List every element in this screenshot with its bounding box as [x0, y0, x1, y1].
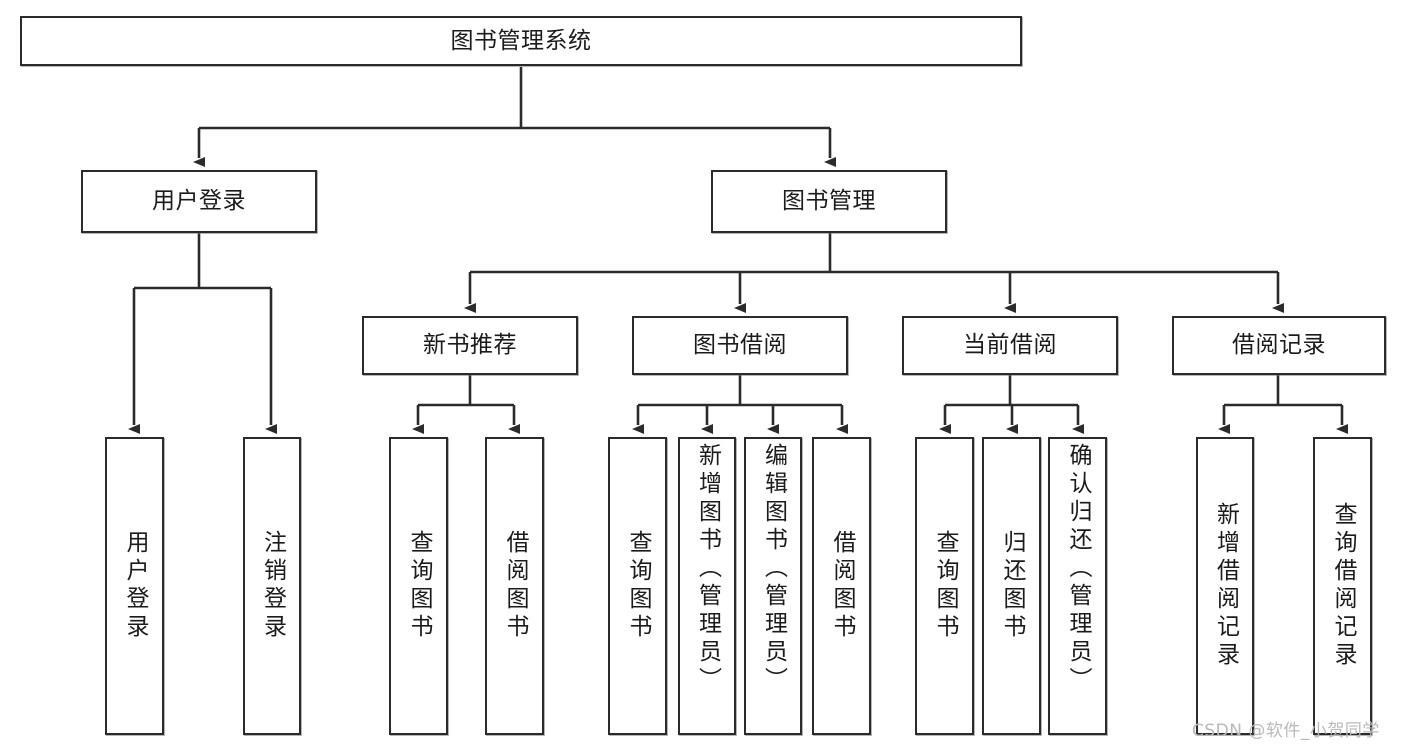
node-leaf-query-book-2[interactable]: 查询图书: [608, 437, 667, 735]
node-borrow-record[interactable]: 借阅记录: [1172, 316, 1386, 375]
node-current-borrow[interactable]: 当前借阅: [902, 316, 1118, 375]
node-leaf-add-record[interactable]: 新增借阅记录: [1196, 437, 1254, 735]
node-book-manage[interactable]: 图书管理: [711, 170, 947, 233]
node-book-manage-label: 图书管理: [782, 188, 876, 215]
node-leaf-logout-label: 注销登录: [259, 530, 286, 642]
node-leaf-edit-book-label: 编辑图书（管理员）: [760, 443, 787, 695]
node-user-login[interactable]: 用户登录: [81, 170, 317, 233]
node-book-borrow[interactable]: 图书借阅: [632, 316, 848, 375]
node-leaf-query-book-3-label: 查询图书: [932, 530, 958, 642]
node-leaf-borrow-book-2[interactable]: 借阅图书: [812, 437, 871, 735]
node-leaf-query-book-2-label: 查询图书: [625, 530, 651, 642]
node-leaf-query-record[interactable]: 查询借阅记录: [1313, 437, 1372, 735]
node-leaf-return-book[interactable]: 归还图书: [982, 437, 1041, 735]
node-root[interactable]: 图书管理系统: [20, 16, 1022, 66]
node-leaf-confirm-return[interactable]: 确认归还（管理员）: [1048, 437, 1107, 735]
node-new-book-rec-label: 新书推荐: [423, 332, 517, 359]
node-leaf-borrow-book-1[interactable]: 借阅图书: [485, 437, 544, 735]
node-current-borrow-label: 当前借阅: [963, 332, 1057, 359]
node-root-label: 图书管理系统: [450, 27, 592, 54]
node-leaf-add-book[interactable]: 新增图书（管理员）: [678, 437, 736, 735]
node-leaf-add-record-label: 新增借阅记录: [1212, 502, 1239, 670]
node-leaf-query-book-3[interactable]: 查询图书: [915, 437, 974, 735]
csdn-watermark: CSDN @软件_小贺同学: [1192, 721, 1380, 741]
node-leaf-query-record-label: 查询借阅记录: [1330, 502, 1356, 670]
node-leaf-borrow-book-1-label: 借阅图书: [502, 530, 528, 642]
node-leaf-logout[interactable]: 注销登录: [243, 437, 301, 735]
node-leaf-query-book-1[interactable]: 查询图书: [389, 437, 448, 735]
node-leaf-edit-book[interactable]: 编辑图书（管理员）: [744, 437, 802, 735]
node-borrow-record-label: 借阅记录: [1232, 332, 1326, 359]
node-leaf-user-login[interactable]: 用户登录: [105, 437, 164, 735]
node-leaf-add-book-label: 新增图书（管理员）: [694, 443, 721, 695]
node-leaf-user-login-label: 用户登录: [122, 530, 148, 642]
node-leaf-return-book-label: 归还图书: [999, 530, 1025, 642]
node-user-login-label: 用户登录: [152, 188, 246, 215]
node-leaf-query-book-1-label: 查询图书: [406, 530, 432, 642]
node-leaf-confirm-return-label: 确认归还（管理员）: [1065, 443, 1091, 695]
node-leaf-borrow-book-2-label: 借阅图书: [829, 530, 855, 642]
node-new-book-rec[interactable]: 新书推荐: [362, 316, 578, 375]
node-book-borrow-label: 图书借阅: [693, 332, 787, 359]
